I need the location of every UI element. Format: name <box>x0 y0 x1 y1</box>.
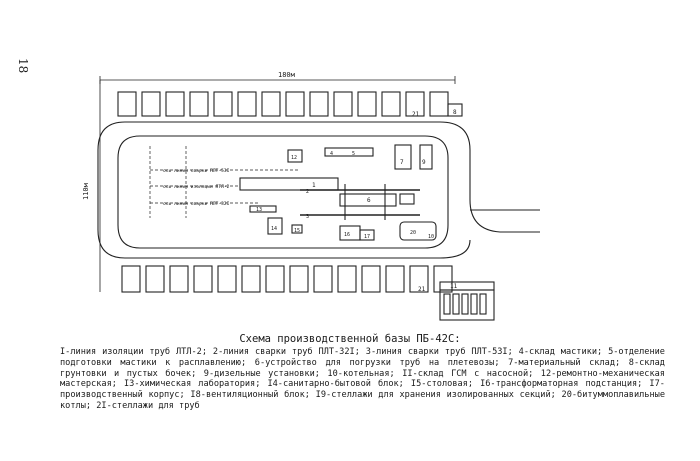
number-2: 2 <box>306 189 309 195</box>
legend-item: I-линия изоляции труб ЛТЛ-2; <box>60 347 207 357</box>
legend-item: I6-трансформаторная подстанция; <box>480 379 643 390</box>
number-5: 5 <box>352 151 355 157</box>
road-outer <box>125 121 540 233</box>
legend-item: I5-столовая; <box>410 379 474 390</box>
line-1-building <box>239 177 339 191</box>
number-21-top: 21 <box>412 111 420 118</box>
building-12 <box>287 149 303 163</box>
legend-item: 7-материальный склад; <box>508 357 621 368</box>
building-7 <box>394 144 412 170</box>
line-label-32: ось линии сварки ПЛТ-32I <box>163 201 230 207</box>
legend-item: 9-дизельные установки; <box>203 368 320 379</box>
bottom-rack-row <box>121 265 453 293</box>
legend-item: 2I-стеллажи для труб <box>96 400 200 411</box>
number-8: 8 <box>453 109 457 116</box>
legend: I-линия изоляции труб ЛТЛ-2; 2-линия сва… <box>60 347 665 412</box>
number-4: 4 <box>330 151 333 157</box>
legend-item: 3-линия сварки труб ПЛТ-53I; <box>365 347 513 357</box>
number-15: 15 <box>294 228 300 234</box>
site-plan-diagram: 180м 110м ось линии сварки ПЛТ-53I ось л… <box>82 71 540 321</box>
number-17: 17 <box>364 234 370 240</box>
number-12: 12 <box>291 155 297 161</box>
legend-item: I4-санитарно-бытовой блок; <box>267 379 404 390</box>
number-1: 1 <box>312 182 316 189</box>
legend-item: 8-склад грунтовки и пустых бочек; <box>60 357 665 379</box>
road-inner <box>117 135 449 249</box>
legend-item: I3-химическая лаборатория; <box>123 379 261 390</box>
dimension-label-height: 110м <box>82 182 90 200</box>
building-8 <box>447 103 463 117</box>
line-label-53: ось линии сварки ПЛТ-53I <box>163 168 230 174</box>
number-3: 3 <box>306 214 309 220</box>
legend-item: I9-стеллажи для хранения изолированных с… <box>315 390 556 401</box>
legend-item: 6-устройство для погрузки труб на плетев… <box>254 357 500 368</box>
number-9: 9 <box>422 159 426 166</box>
top-rack-row <box>117 91 449 117</box>
building-17 <box>359 229 375 241</box>
legend-item: II-склад ГСМ с насосной; <box>402 368 534 379</box>
number-16: 16 <box>344 232 350 238</box>
line-label-ltl: ось линии изоляции ЛТЛ-2 <box>163 184 230 190</box>
number-11: 11 <box>450 283 458 290</box>
legend-item: 20-битуммоплавильные котлы; <box>60 390 665 411</box>
number-20: 20 <box>410 230 416 236</box>
legend-item: 10-котельная; <box>327 368 395 379</box>
legend-item: I8-вентиляционный блок; <box>190 390 310 401</box>
building-20 <box>399 221 437 241</box>
number-7: 7 <box>400 159 404 166</box>
legend-item: I7-производственный корпус; <box>60 379 665 401</box>
dimension-label-width: 180м <box>278 71 296 79</box>
legend-item: 12-ремонтно-механическая мастерская; <box>60 368 665 390</box>
number-10: 10 <box>428 234 434 240</box>
legend-item: 2-линия сварки труб ПЛТ-32I; <box>212 347 360 357</box>
number-21-bottom: 21 <box>418 286 426 293</box>
number-14: 14 <box>271 226 277 232</box>
diagram-caption: Схема производственной базы ПБ-42С: <box>239 333 461 345</box>
building-9 <box>419 144 433 170</box>
building-14 <box>267 217 283 235</box>
legend-item: 4-склад мастики; <box>518 347 603 357</box>
building-13 <box>249 205 277 213</box>
building-15 <box>291 224 303 234</box>
legend-item: 5-отделение подготовки мастики к расплав… <box>60 347 665 368</box>
number-13: 13 <box>256 207 262 213</box>
number-6: 6 <box>367 197 371 204</box>
